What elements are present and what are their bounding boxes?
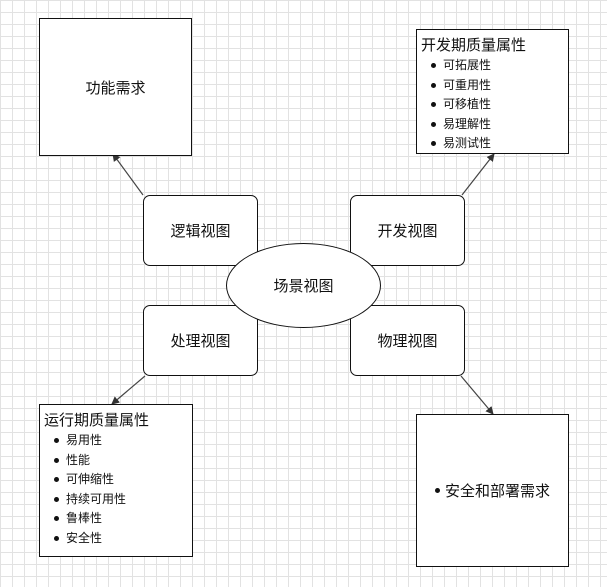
list-item: 易测试性 bbox=[421, 134, 568, 154]
list-item: 性能 bbox=[44, 451, 192, 471]
list-item: 易用性 bbox=[44, 431, 192, 451]
physical-view-box: 物理视图 bbox=[350, 305, 465, 376]
dev-quality-box: 开发期质量属性 可拓展性 可重用性 可移植性 易理解性 易测试性 bbox=[416, 29, 569, 154]
list-item: 可移植性 bbox=[421, 95, 568, 115]
development-view-box: 开发视图 bbox=[350, 195, 465, 266]
process-view-box: 处理视图 bbox=[143, 305, 258, 376]
list-item: 持续可用性 bbox=[44, 490, 192, 510]
bullet-icon bbox=[431, 121, 436, 127]
list-item: 鲁棒性 bbox=[44, 509, 192, 529]
bullet-icon bbox=[54, 535, 59, 541]
deployment-requirements-label: 安全和部署需求 bbox=[444, 482, 550, 500]
physical-view-label: 物理视图 bbox=[377, 332, 438, 350]
dev-quality-title: 开发期质量属性 bbox=[421, 36, 527, 54]
bullet-icon bbox=[431, 82, 436, 88]
bullet-icon bbox=[54, 477, 59, 483]
bullet-icon bbox=[54, 438, 59, 444]
bullet-icon bbox=[431, 141, 436, 147]
bullet-icon bbox=[54, 457, 59, 463]
list-item: 可伸缩性 bbox=[44, 470, 192, 490]
bullet-icon bbox=[54, 496, 59, 502]
arrow-physical-to-deployment bbox=[460, 375, 494, 415]
process-view-label: 处理视图 bbox=[170, 332, 231, 350]
bullet-icon bbox=[431, 63, 436, 69]
arrow-development-to-dev-quality bbox=[461, 153, 495, 196]
runtime-quality-list: 易用性 性能 可伸缩性 持续可用性 鲁棒性 安全性 bbox=[44, 431, 192, 548]
bullet-icon bbox=[434, 488, 440, 493]
development-view-label: 开发视图 bbox=[377, 222, 438, 240]
runtime-quality-title: 运行期质量属性 bbox=[44, 411, 150, 429]
runtime-quality-box: 运行期质量属性 易用性 性能 可伸缩性 持续可用性 鲁棒性 安全性 bbox=[39, 404, 193, 557]
deployment-requirements-box: 安全和部署需求 bbox=[416, 414, 569, 567]
list-item: 可重用性 bbox=[421, 76, 568, 96]
scenario-view-label: 场景视图 bbox=[273, 277, 334, 295]
bullet-icon bbox=[54, 516, 59, 522]
list-item: 可拓展性 bbox=[421, 56, 568, 76]
logical-view-label: 逻辑视图 bbox=[170, 222, 231, 240]
dev-quality-list: 可拓展性 可重用性 可移植性 易理解性 易测试性 bbox=[421, 56, 568, 154]
functional-requirements-label: 功能需求 bbox=[85, 78, 146, 97]
arrow-logical-to-functional bbox=[112, 153, 144, 196]
bullet-icon bbox=[431, 102, 436, 108]
scenario-view-ellipse: 场景视图 bbox=[226, 243, 381, 328]
list-item: 易理解性 bbox=[421, 115, 568, 135]
functional-requirements-box: 功能需求 bbox=[39, 18, 192, 156]
list-item: 安全性 bbox=[44, 529, 192, 549]
logical-view-box: 逻辑视图 bbox=[143, 195, 258, 266]
arrow-process-to-runtime-quality bbox=[111, 375, 146, 405]
